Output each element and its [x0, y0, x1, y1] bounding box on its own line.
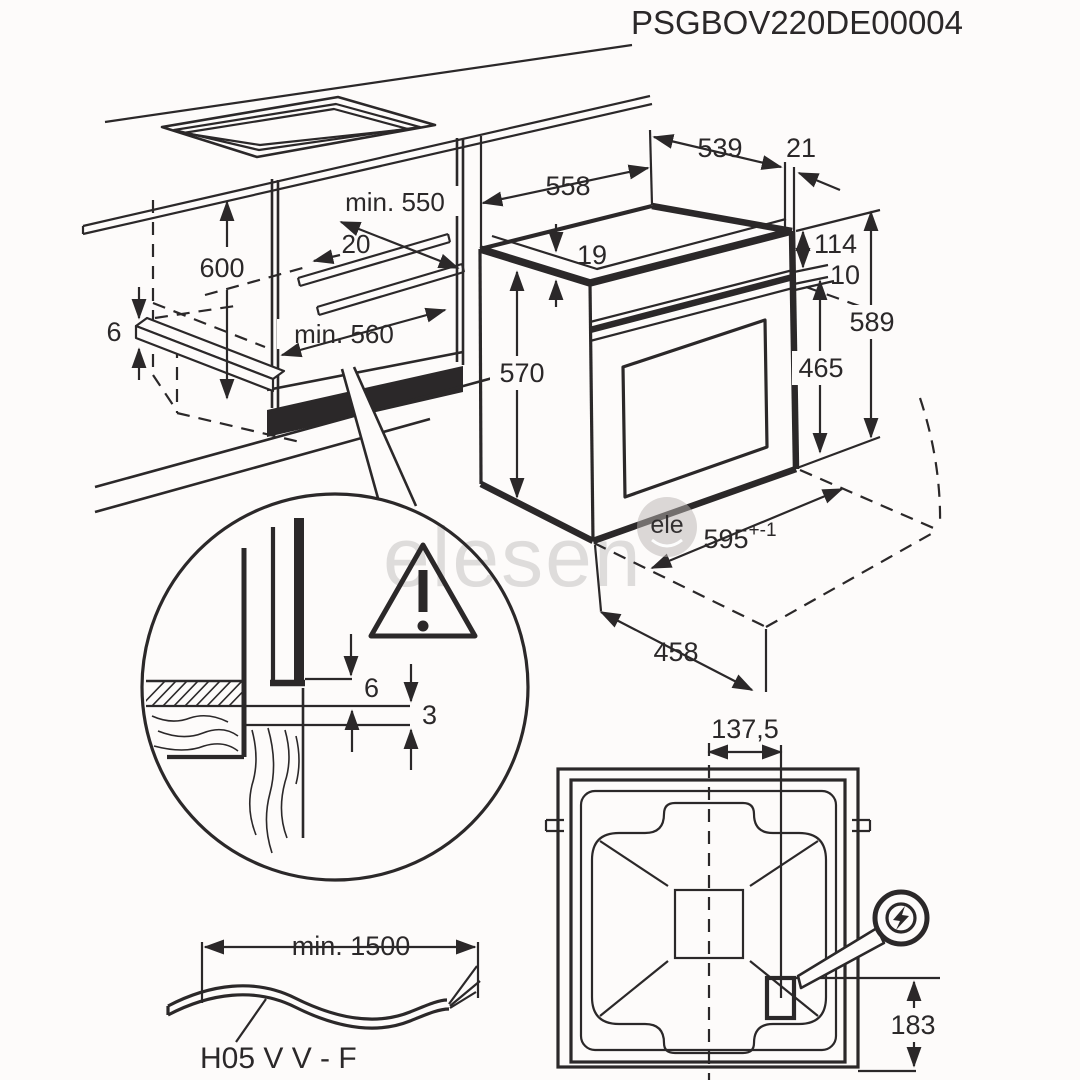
watermark-badge-smile — [651, 538, 683, 548]
watermark: elesen ele — [383, 497, 697, 604]
support-rails — [296, 232, 466, 317]
dim-niche-width: min. 560 — [294, 319, 394, 349]
warning-icon — [368, 542, 478, 639]
watermark-badge-text: ele — [650, 511, 683, 539]
dim-oven-top-width: 558 — [545, 171, 590, 201]
dim-front-width-value: 595 — [703, 524, 748, 554]
dim-cabinet-height: 600 — [199, 253, 244, 283]
document-title: PSGBOV220DE00004 — [631, 4, 963, 41]
lightning-bolt-icon — [893, 906, 909, 930]
watermark-text: elesen — [383, 510, 643, 604]
dim-rail-offset: 20 — [342, 229, 371, 259]
dim-front-depth: 458 — [653, 637, 698, 667]
dim-wall-gap: 21 — [786, 133, 816, 163]
junction-box — [764, 975, 797, 1021]
watermark-badge — [637, 497, 697, 557]
dim-panel-gap: 10 — [830, 260, 860, 290]
hob-cutout — [160, 95, 437, 159]
dim-door-height: 465 — [798, 353, 843, 383]
dim-oven-top-depth: 539 — [697, 133, 742, 163]
worktop-hatching — [146, 681, 244, 707]
cable-curve — [167, 984, 448, 1021]
front-rail — [134, 316, 286, 393]
dim-front-width-tolerance: +-1 — [749, 520, 777, 541]
detail-callout-wedge — [342, 367, 416, 509]
dim-rail-thickness: 6 — [106, 317, 121, 347]
dim-niche-depth: min. 550 — [345, 187, 445, 217]
dim-total-height: 589 — [849, 307, 894, 337]
dim-connection-offset-x: 137,5 — [711, 714, 779, 744]
dim-detail-upper-gap: 6 — [364, 673, 379, 703]
back-panel-emboss — [590, 801, 828, 1055]
cable-type-label: H05 V V - F — [200, 1042, 357, 1075]
oven-rear-view: 137,5 183 — [544, 714, 942, 1080]
installation-gap-detail: 6 3 — [140, 492, 530, 882]
dim-front-width: 595+-1 — [703, 520, 776, 554]
oven-dimensions-drawing: 558 539 21 19 114 10 589 465 570 595+-1 … — [478, 129, 942, 692]
dim-top-trim: 19 — [577, 240, 607, 270]
dim-panel-height: 114 — [814, 229, 857, 259]
power-cable-drawing: min. 1500 H05 V V - F — [166, 928, 481, 1075]
electrical-connection-icon — [796, 889, 930, 990]
cabinet-niche-drawing: 600 6 min. 550 20 min. 560 — [81, 43, 653, 514]
dim-cable-length: min. 1500 — [292, 931, 411, 961]
oven-door-window — [621, 318, 769, 499]
dim-connection-offset-y: 183 — [890, 1010, 935, 1040]
dim-detail-lower-gap: 3 — [422, 700, 437, 730]
dim-side-height: 570 — [499, 358, 544, 388]
